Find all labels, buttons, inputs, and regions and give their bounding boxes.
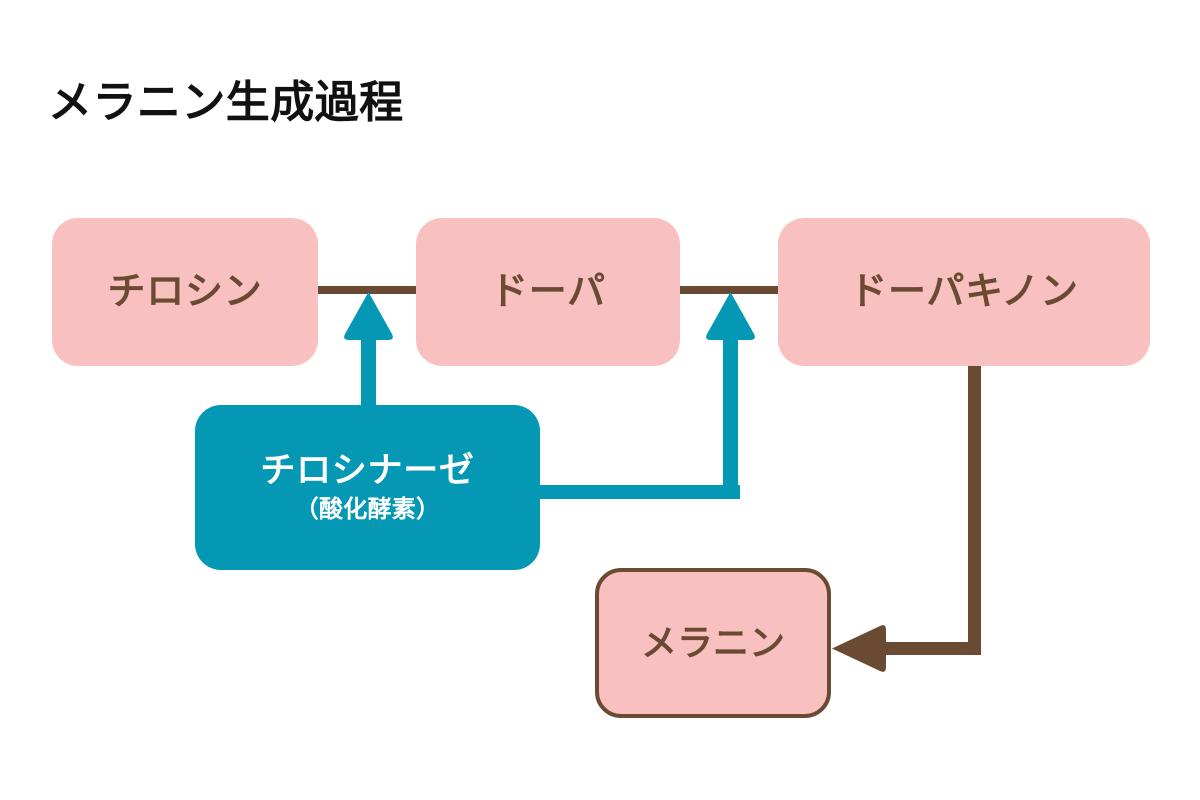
node-dopaquinone-label: ドーパキノン — [849, 270, 1079, 313]
tyrosine-to-dopa-link — [316, 286, 416, 294]
node-tyrosinase[interactable]: チロシナーゼ （酸化酵素） — [195, 405, 540, 570]
node-dopaquinone[interactable]: ドーパキノン — [778, 218, 1150, 366]
node-melanin-label: メラニン — [640, 621, 785, 663]
node-dopa-label: ドーパ — [490, 270, 606, 313]
node-melanin[interactable]: メラニン — [595, 568, 831, 718]
node-dopa[interactable]: ドーパ — [416, 218, 680, 366]
page-title: メラニン生成過程 — [48, 78, 404, 127]
dopa-to-dopaquinone-link — [678, 286, 780, 294]
tyrosinase-to-step1-arrow — [344, 292, 393, 408]
node-tyrosinase-sublabel: （酸化酵素） — [294, 495, 441, 523]
node-tyrosinase-label: チロシナーゼ — [260, 451, 475, 491]
node-tyrosine-label: チロシン — [107, 270, 263, 313]
dopaquinone-to-melanin-arrow — [832, 364, 981, 672]
node-tyrosine[interactable]: チロシン — [52, 218, 318, 366]
